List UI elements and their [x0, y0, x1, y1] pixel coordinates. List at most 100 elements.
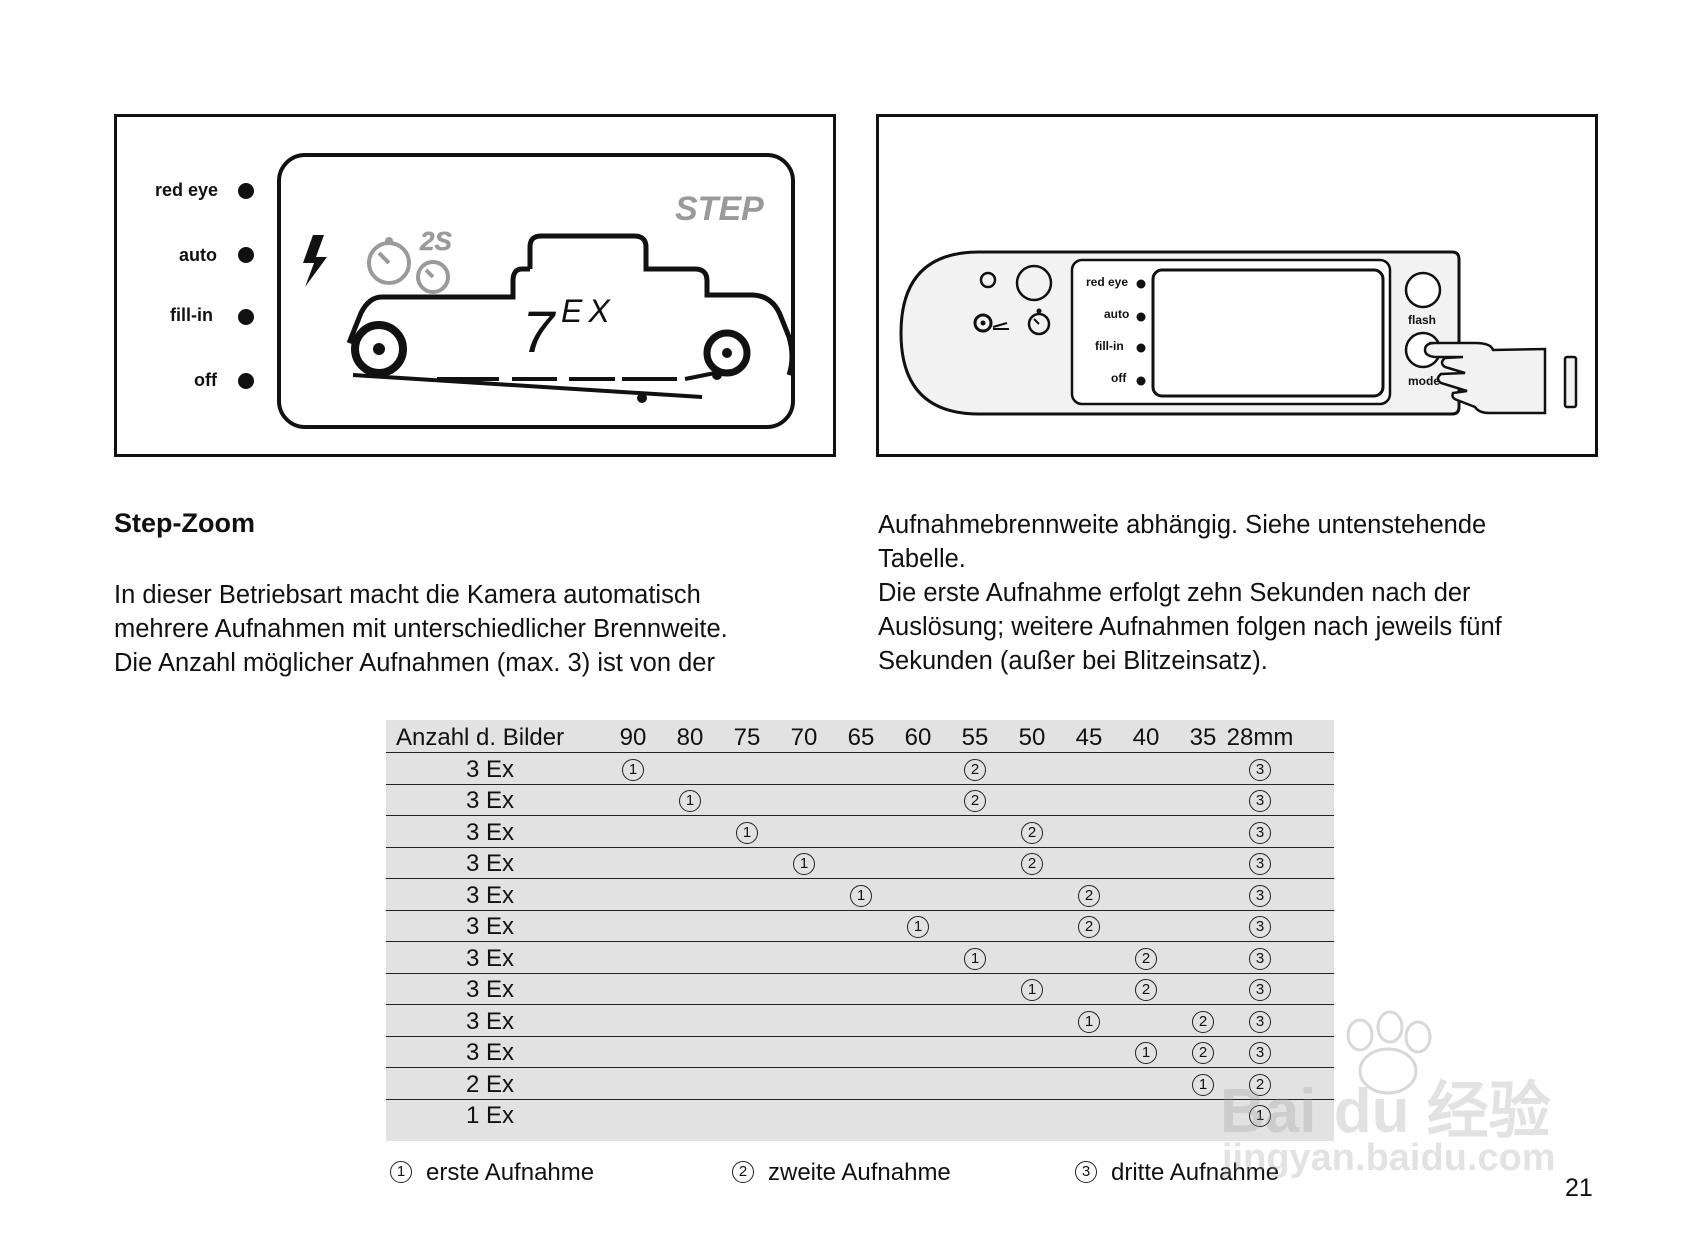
legend-item-2: 2 zweite Aufnahme [732, 1158, 951, 1188]
page-number: 21 [1565, 1174, 1593, 1202]
paragraph-line: mehrere Aufnahmen mit unterschiedlicher … [114, 615, 728, 643]
focal-length-header: 90 [619, 724, 647, 751]
flash-button-label: flash [1408, 313, 1437, 327]
shot-number-marker: 1 [1249, 1105, 1271, 1127]
row-label: 3 Ex [466, 818, 515, 846]
paragraph-line: Die erste Aufnahme erfolgt zehn Sekunden… [878, 579, 1471, 607]
flash-button-icon [1404, 271, 1442, 309]
watermark-brand: Bai du 经验 [1220, 1077, 1551, 1146]
focal-length-header: 35 [1189, 724, 1217, 751]
shot-number-marker: 1 [1192, 1073, 1214, 1096]
row-label: 3 Ex [466, 1039, 515, 1066]
shot-number-marker: 1 [1078, 1010, 1100, 1033]
lcd-outline [277, 153, 795, 429]
focal-length-header: 28mm [1226, 724, 1294, 751]
table-header-label: Anzahl d. Bilder [396, 724, 565, 751]
shot-number-marker: 3 [1249, 758, 1271, 781]
shot-number-marker: 3 [1075, 1160, 1097, 1183]
focal-length-header: 70 [790, 724, 818, 751]
table-row: 3 Ex 1 2 3 [386, 785, 1334, 816]
shot-number-marker: 1 [907, 916, 929, 938]
lcd-drawing: 2S STEP 7 EX [238, 153, 795, 429]
shot-number-marker: 3 [1249, 790, 1271, 812]
camera-panel-drawing [899, 250, 1578, 416]
focal-length-header: 80 [676, 724, 704, 751]
panel-label-off: off [1111, 371, 1127, 385]
paragraph-line: Auslösung; weitere Aufnahmen folgen nach… [878, 613, 1502, 641]
panel-label-red-eye: red eye [1086, 275, 1129, 289]
left-text-column: In dieser Betriebsart macht die Kamera a… [114, 578, 834, 680]
indicator-dot-fill-in [238, 309, 254, 325]
shot-number-marker: 3 [1249, 884, 1271, 907]
panel-dot-red-eye [1136, 279, 1146, 289]
camera-outline [527, 233, 795, 376]
focal-length-header: 65 [847, 724, 875, 751]
indicator-dot-auto [238, 247, 254, 263]
row-label: 3 Ex [466, 944, 515, 972]
panel-dot-off [1136, 376, 1146, 386]
focal-length-header: 55 [961, 724, 989, 751]
step-text: STEP [675, 190, 764, 228]
paragraph-line: In dieser Betriebsart macht die Kamera a… [114, 581, 701, 609]
pointing-hand-icon [1423, 341, 1578, 415]
focal-length-header: 75 [733, 724, 761, 751]
focal-length-header: 40 [1132, 724, 1160, 751]
shot-number-marker: 3 [1249, 979, 1271, 1001]
panel-dot-auto [1136, 312, 1146, 322]
shot-number-marker: 2 [1192, 1042, 1214, 1064]
row-label: 3 Ex [466, 755, 515, 783]
legend-item-1: 1 erste Aufnahme [390, 1158, 594, 1188]
shot-number-marker: 1 [964, 947, 986, 970]
shot-number-marker: 2 [732, 1160, 754, 1183]
shot-number-marker: 2 [1021, 821, 1043, 844]
mode-button-label: mode [1408, 374, 1441, 388]
watermark-logo [1346, 1010, 1432, 1095]
shot-number-marker: 3 [1249, 853, 1271, 875]
shot-number-marker: 1 [850, 884, 872, 907]
row-label: 3 Ex [466, 787, 515, 814]
table-row: 1 Ex 1 [386, 1100, 1334, 1131]
shot-number-marker: 2 [964, 758, 986, 781]
film-spool-right-icon [703, 329, 751, 377]
mode-label-auto: auto [179, 245, 217, 265]
section-title: Step-Zoom [114, 508, 255, 538]
row-label: 3 Ex [466, 881, 515, 909]
row-label: 3 Ex [466, 913, 515, 940]
paragraph-line: Sekunden (außer bei Blitzeinsatz). [878, 647, 1268, 675]
right-text-column: Aufnahmebrennweite abhängig. Siehe unten… [878, 508, 1598, 678]
frame-counter-number: 7 [522, 300, 557, 365]
shot-number-marker: 1 [793, 853, 815, 875]
shot-number-marker: 1 [1135, 1042, 1157, 1064]
focal-length-header: 45 [1075, 724, 1103, 751]
film-spool-left-icon [351, 321, 407, 377]
panel-label-fill-in: fill-in [1095, 339, 1124, 353]
shot-number-marker: 2 [1078, 916, 1100, 938]
row-label: 1 Ex [466, 1102, 515, 1129]
legend-text: zweite Aufnahme [768, 1159, 951, 1186]
legend-text: erste Aufnahme [426, 1159, 595, 1186]
shot-number-marker: 3 [1249, 947, 1271, 970]
baidu-watermark: Bai du 经验 jingyan.baidu.com [1210, 1005, 1610, 1190]
mode-label-off: off [194, 370, 217, 390]
shot-number-marker: 3 [1249, 821, 1271, 844]
mode-label-fill-in: fill-in [170, 305, 213, 325]
shot-number-marker: 1 [736, 821, 758, 844]
row-label: 3 Ex [466, 976, 515, 1003]
watermark-url: jingyan.baidu.com [1222, 1137, 1556, 1179]
shot-number-marker: 2 [1135, 947, 1157, 970]
shutter-button-icon [1015, 264, 1053, 302]
row-label: 3 Ex [466, 850, 515, 877]
frame-counter-unit: EX [561, 293, 616, 329]
shot-number-marker: 2 [964, 790, 986, 812]
shot-number-marker: 1 [679, 790, 701, 812]
shot-number-marker: 1 [390, 1160, 412, 1183]
legend-text: dritte Aufnahme [1111, 1159, 1280, 1186]
row-label: 2 Ex [466, 1070, 515, 1098]
small-lens-icon [979, 271, 997, 289]
display-screen [1151, 268, 1385, 398]
